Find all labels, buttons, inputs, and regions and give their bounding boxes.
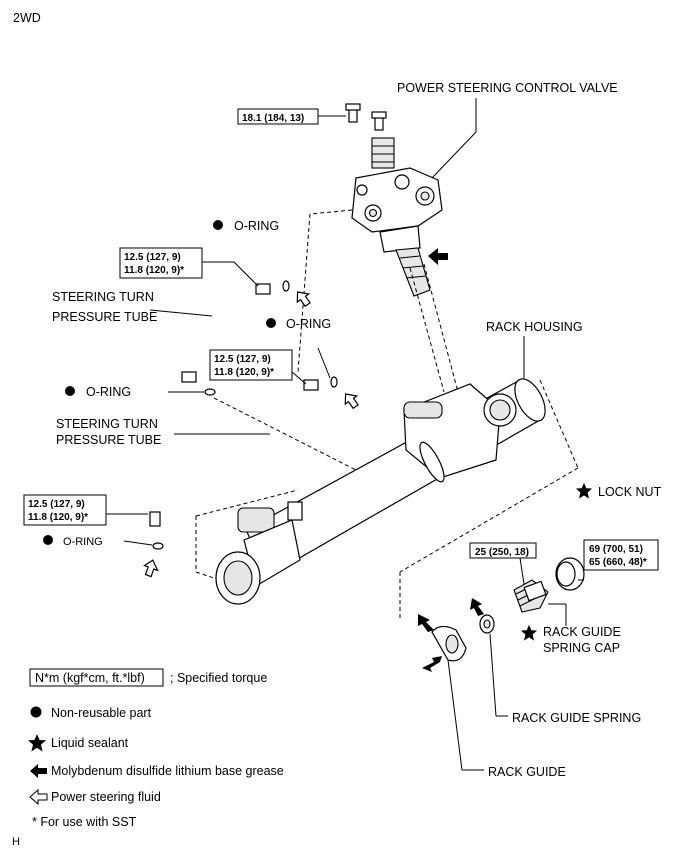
legend-dot-icon <box>30 706 42 718</box>
oring-5-ring <box>152 542 164 550</box>
oring-2-dot <box>266 318 276 328</box>
legend-fluid-arrow-icon <box>29 788 48 806</box>
torque-tube-1-a: 12.5 (127, 9) <box>124 252 181 263</box>
legend-torque-box <box>29 668 164 687</box>
control-valve <box>345 103 448 297</box>
torque-box-tube-2 <box>209 349 293 381</box>
rack-guide-label: RACK GUIDE <box>488 765 566 779</box>
oring-4-dot <box>43 535 53 545</box>
guide-spring-label: RACK GUIDE SPRING <box>512 711 641 725</box>
oring-1-ring <box>282 280 290 292</box>
torque-box-lock-nut <box>583 539 659 571</box>
rack-housing-label: RACK HOUSING <box>486 320 583 334</box>
legend-fluid: Power steering fluid <box>51 790 161 804</box>
lock-nut-label: LOCK NUT <box>598 485 662 499</box>
spring-cap-label-line1: RACK GUIDE <box>543 625 621 639</box>
torque-cap: 25 (250, 18) <box>475 547 529 558</box>
control-valve-label: POWER STEERING CONTROL VALVE <box>397 81 618 95</box>
footer-code: H <box>12 836 20 848</box>
legend-grease: Molybdenum disulfide lithium base grease <box>51 764 284 778</box>
tube-2-label-line2: PRESSURE TUBE <box>56 433 161 447</box>
legend-grease-arrow-icon <box>30 764 47 778</box>
lock-nut <box>555 557 585 591</box>
lock-nut-star-icon <box>575 482 593 499</box>
torque-tube-1-b: 11.8 (120, 9)* <box>124 265 184 276</box>
torque-tube-2-b: 11.8 (120, 9)* <box>214 367 274 378</box>
tube-2-label-line1: STEERING TURN <box>56 417 158 431</box>
rack-housing <box>215 378 546 605</box>
rack-guide-spring <box>470 598 495 634</box>
legend-sealant: Liquid sealant <box>51 736 129 750</box>
tube-1-label-line1: STEERING TURN <box>52 290 154 304</box>
torque-valve-bolt: 18.1 (184, 13) <box>242 113 304 124</box>
oring-1-label: O-RING <box>234 219 279 233</box>
oring-2-ring <box>204 388 216 396</box>
oring-3-dot <box>65 386 75 396</box>
legend-torque-box-text: N*m (kgf*cm, ft.*lbf) <box>35 671 145 685</box>
legend-torque-text: ; Specified torque <box>170 671 267 685</box>
oring-3-label: O-RING <box>86 385 131 399</box>
variant-label: 2WD <box>13 11 41 25</box>
legend-sst: * For use with SST <box>32 815 137 829</box>
torque-nut-b: 65 (660, 48)* <box>589 557 647 568</box>
legend: N*m (kgf*cm, ft.*lbf) ; Specified torque… <box>28 668 284 829</box>
torque-box-tube-3 <box>23 494 107 526</box>
spring-cap-star-icon <box>520 624 538 641</box>
rack-guide <box>418 614 467 672</box>
oring-2-label: O-RING <box>286 317 331 331</box>
rack-guide-spring-cap <box>513 579 549 613</box>
tube-1-label-line2: PRESSURE TUBE <box>52 310 157 324</box>
oring-4-label: O-RING <box>63 536 103 548</box>
torque-tube-2-a: 12.5 (127, 9) <box>214 354 271 365</box>
torque-tube-3-b: 11.8 (120, 9)* <box>28 512 88 523</box>
oring-4-ring <box>330 376 338 388</box>
torque-box-cap <box>469 542 537 559</box>
spring-cap-label-line2: SPRING CAP <box>543 641 620 655</box>
legend-star-icon <box>28 734 46 752</box>
legend-non-reusable: Non-reusable part <box>51 706 152 720</box>
torque-box-tube-1 <box>119 247 203 279</box>
oring-1-dot <box>213 220 223 230</box>
torque-tube-3-a: 12.5 (127, 9) <box>28 499 85 510</box>
torque-nut-a: 69 (700, 51) <box>589 544 643 555</box>
